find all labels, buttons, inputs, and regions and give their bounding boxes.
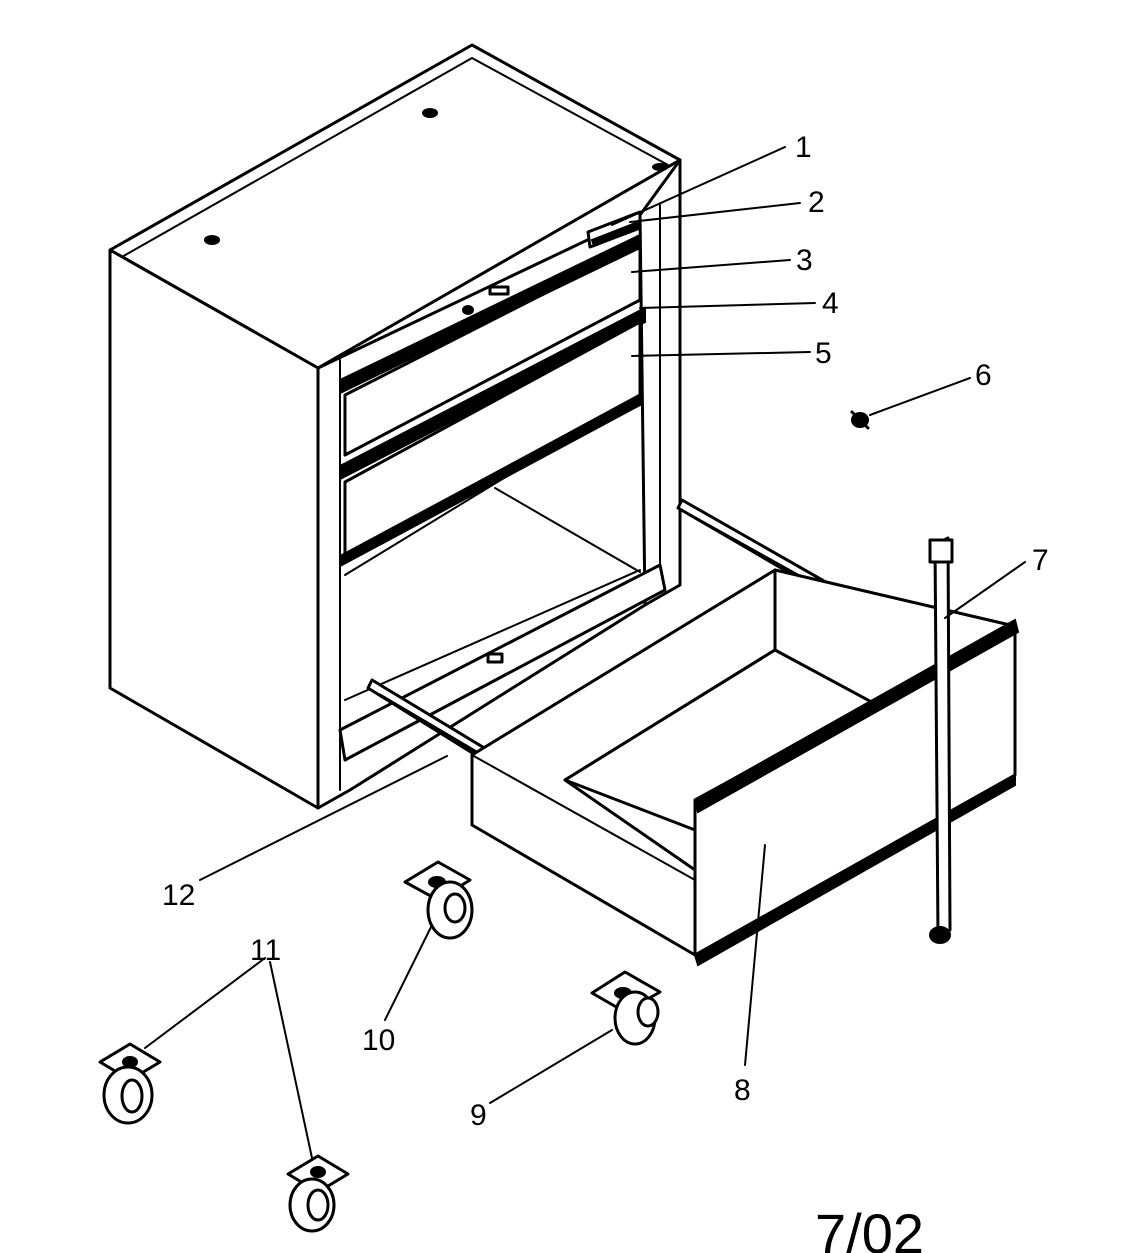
callout-10: 10 bbox=[362, 1024, 395, 1057]
caster-11-lower bbox=[286, 1154, 350, 1233]
callout-4: 4 bbox=[822, 287, 839, 320]
upper-drawer-trim bbox=[339, 233, 641, 395]
caster-10 bbox=[403, 860, 474, 940]
drawer-trim-strip bbox=[341, 306, 646, 480]
caster-11-upper bbox=[98, 1042, 162, 1125]
date-code: 7/02 bbox=[815, 1202, 924, 1253]
callout-8: 8 bbox=[734, 1074, 751, 1107]
callout-3: 3 bbox=[796, 244, 813, 277]
callout-6: 6 bbox=[975, 359, 992, 392]
callout-2: 2 bbox=[808, 186, 825, 219]
callout-12: 12 bbox=[162, 879, 195, 912]
leader-lines bbox=[144, 146, 1026, 1159]
callout-11: 11 bbox=[250, 934, 281, 967]
callout-5: 5 bbox=[815, 337, 832, 370]
callout-7: 7 bbox=[1032, 544, 1049, 577]
callout-labels: 1 2 3 4 5 6 7 8 9 10 11 12 bbox=[162, 131, 1049, 1132]
callout-9: 9 bbox=[470, 1099, 487, 1132]
cabinet bbox=[108, 43, 682, 810]
caster-9 bbox=[590, 970, 662, 1046]
screw bbox=[850, 410, 870, 430]
callout-1: 1 bbox=[795, 131, 812, 164]
drawer-stop-bar bbox=[928, 536, 954, 944]
